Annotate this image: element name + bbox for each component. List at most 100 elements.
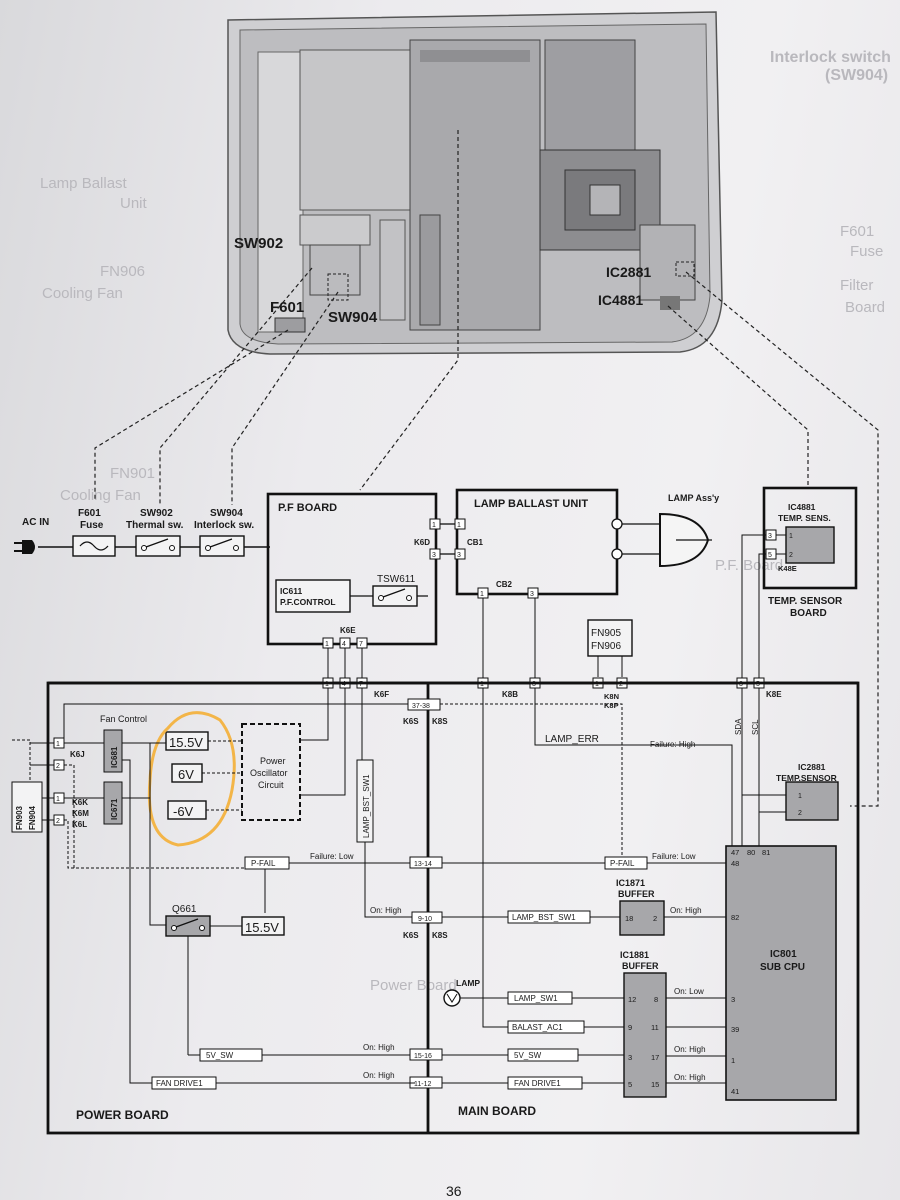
photo-label-sw904: SW904 — [328, 309, 378, 326]
ic611-desc: P.F.CONTROL — [280, 597, 336, 607]
k6j-pin-1: 1 — [56, 741, 60, 748]
ic1881-pin-11: 11 — [651, 1023, 659, 1032]
k6s-label-mid: K6S — [403, 931, 419, 940]
k6e-pin-1: 1 — [325, 641, 329, 648]
failure-low-power: Failure: Low — [310, 852, 354, 861]
scl-label: SCL — [751, 719, 760, 735]
temp-sensor-board-title-2: BOARD — [790, 608, 827, 619]
ic1871-desc: BUFFER — [618, 889, 655, 899]
k6l-label: K6L — [72, 820, 87, 829]
failure-low-main: Failure: Low — [652, 852, 696, 861]
k8n-pin-2: 2 — [619, 681, 623, 688]
rail-6v-label: 6V — [178, 767, 194, 782]
k6f-pin-7: 7 — [359, 681, 363, 688]
pfail-power-label: P-FAIL — [251, 859, 276, 868]
k8b-label: K8B — [502, 690, 518, 699]
ic611-label: IC611 — [280, 586, 302, 596]
k8b-pin-1: 1 — [480, 681, 484, 688]
k8p-label: K8P — [604, 701, 619, 710]
plug-icon — [14, 540, 35, 554]
v5sw-main-label: 5V_SW — [514, 1051, 542, 1060]
k6j-label: K6J — [70, 750, 85, 759]
sda-label: SDA — [734, 718, 743, 735]
fn903-label: FN903 — [15, 805, 24, 830]
on-high-5vsw-main: On: High — [674, 1045, 706, 1054]
q661-output-15v5: 15.5V — [245, 920, 279, 935]
lamp-err-label: LAMP_ERR — [545, 734, 599, 745]
lamp-led-icon — [443, 989, 461, 1007]
on-high-fan-power: On: High — [363, 1071, 395, 1080]
ic801-pin-47: 47 — [731, 848, 739, 857]
lamp-sw-label: LAMP_SW1 — [514, 994, 558, 1003]
osc-label-2: Oscillator — [250, 768, 288, 778]
k6k-label: K6K — [72, 798, 88, 807]
cb1-pin-3: 3 — [457, 552, 461, 559]
ic1881-label: IC1881 — [620, 950, 649, 960]
osc-label-3: Circuit — [258, 780, 284, 790]
ghost-cooling-fan-2: Cooling Fan — [60, 487, 141, 504]
tsw611-label: TSW611 — [377, 574, 416, 585]
k6f-label: K6F — [374, 690, 389, 699]
balast-label: BALAST_AC1 — [512, 1023, 563, 1032]
ghost-fuse: Fuse — [850, 243, 883, 260]
ic801-pin-80: 80 — [747, 848, 755, 857]
k8s-label-top: K8S — [432, 717, 448, 726]
photo-label-ic2881: IC2881 — [606, 264, 651, 280]
pf-board-title: P.F BOARD — [278, 502, 337, 514]
ic801-label: IC801 — [770, 949, 797, 960]
leader-lines — [94, 130, 879, 807]
photo-label-ic4881: IC4881 — [598, 292, 643, 308]
ac-input-chain: AC IN F601 Fuse SW902 Thermal sw. SW904 … — [14, 508, 270, 557]
fn906-label: FN906 — [591, 641, 621, 652]
ic1881-pin-9: 9 — [628, 1023, 632, 1032]
rail-minus-6v-label: -6V — [173, 804, 194, 819]
k48e-label: K48E — [778, 564, 797, 573]
k6k-pin-2: 2 — [56, 818, 60, 825]
ic1881-pin-8: 8 — [654, 995, 658, 1004]
k6d-pin-3: 3 — [432, 552, 436, 559]
lamp-led-label: LAMP — [456, 978, 480, 988]
ic801-pin-48: 48 — [731, 859, 739, 868]
ic4881-label: IC4881 — [788, 502, 816, 512]
pin-13-14: 13-14 — [414, 861, 432, 868]
power-board-contents: Fan Control 1 2 K6J FN903 FN904 1 2 K6K … — [11, 688, 415, 1090]
ic4881-desc: TEMP. SENS. — [778, 513, 831, 523]
cb2-pin-1: 1 — [480, 591, 484, 598]
sw904-desc: Interlock sw. — [194, 520, 254, 531]
failure-high-label: Failure: High — [650, 740, 695, 749]
ic1881-pin-3: 3 — [628, 1053, 632, 1062]
k8n-label: K8N — [604, 692, 619, 701]
sw904-ref: SW904 — [210, 508, 243, 519]
board-interconnect: K6S K8S K6S K8S 37-38 13-14 9-10 15-16 1… — [403, 698, 448, 1089]
ic4881-pin-1: 1 — [789, 533, 793, 540]
ghost-unit: Unit — [120, 195, 148, 212]
main-board-contents: LAMP_ERR Failure: High P-FAIL Failure: L… — [48, 681, 858, 1101]
k6f-pin-1: 1 — [325, 681, 329, 688]
lamp-bst-vertical-label: LAMP_BST_SW1 — [362, 774, 371, 838]
pfail-main-label: P-FAIL — [610, 859, 635, 868]
ic1881-desc: BUFFER — [622, 961, 659, 971]
v5sw-power-label: 5V_SW — [206, 1051, 234, 1060]
ghost-labels: Lamp Ballast Unit FN906 Cooling Fan FN90… — [40, 49, 891, 994]
ghost-sw904: (SW904) — [825, 67, 888, 84]
ic1871-label: IC1871 — [616, 878, 645, 888]
cb2-pin-3: 3 — [530, 591, 534, 598]
fn904-label: FN904 — [28, 805, 37, 830]
fan-drive-power-label: FAN DRIVE1 — [156, 1079, 203, 1088]
k6e-pin-4: 4 — [342, 641, 346, 648]
ic1881-pin-5: 5 — [628, 1080, 632, 1089]
ghost-fn901: FN901 — [110, 465, 155, 482]
ic801-pin-39: 39 — [731, 1025, 739, 1034]
f601-ref: F601 — [78, 508, 101, 519]
ghost-fn906: FN906 — [100, 263, 145, 280]
lamp-assy-label: LAMP Ass'y — [668, 493, 719, 503]
ghost-filter: Filter — [840, 277, 873, 294]
cb1-label: CB1 — [467, 538, 484, 547]
cb2-label: CB2 — [496, 580, 513, 589]
ic671-label: IC671 — [110, 798, 119, 820]
k6e-label: K6E — [340, 626, 356, 635]
ic1881-pin-17: 17 — [651, 1053, 659, 1062]
projector-photo: SW902 SW904 F601 IC2881 IC4881 — [227, 11, 723, 355]
k6m-label: K6M — [72, 809, 89, 818]
